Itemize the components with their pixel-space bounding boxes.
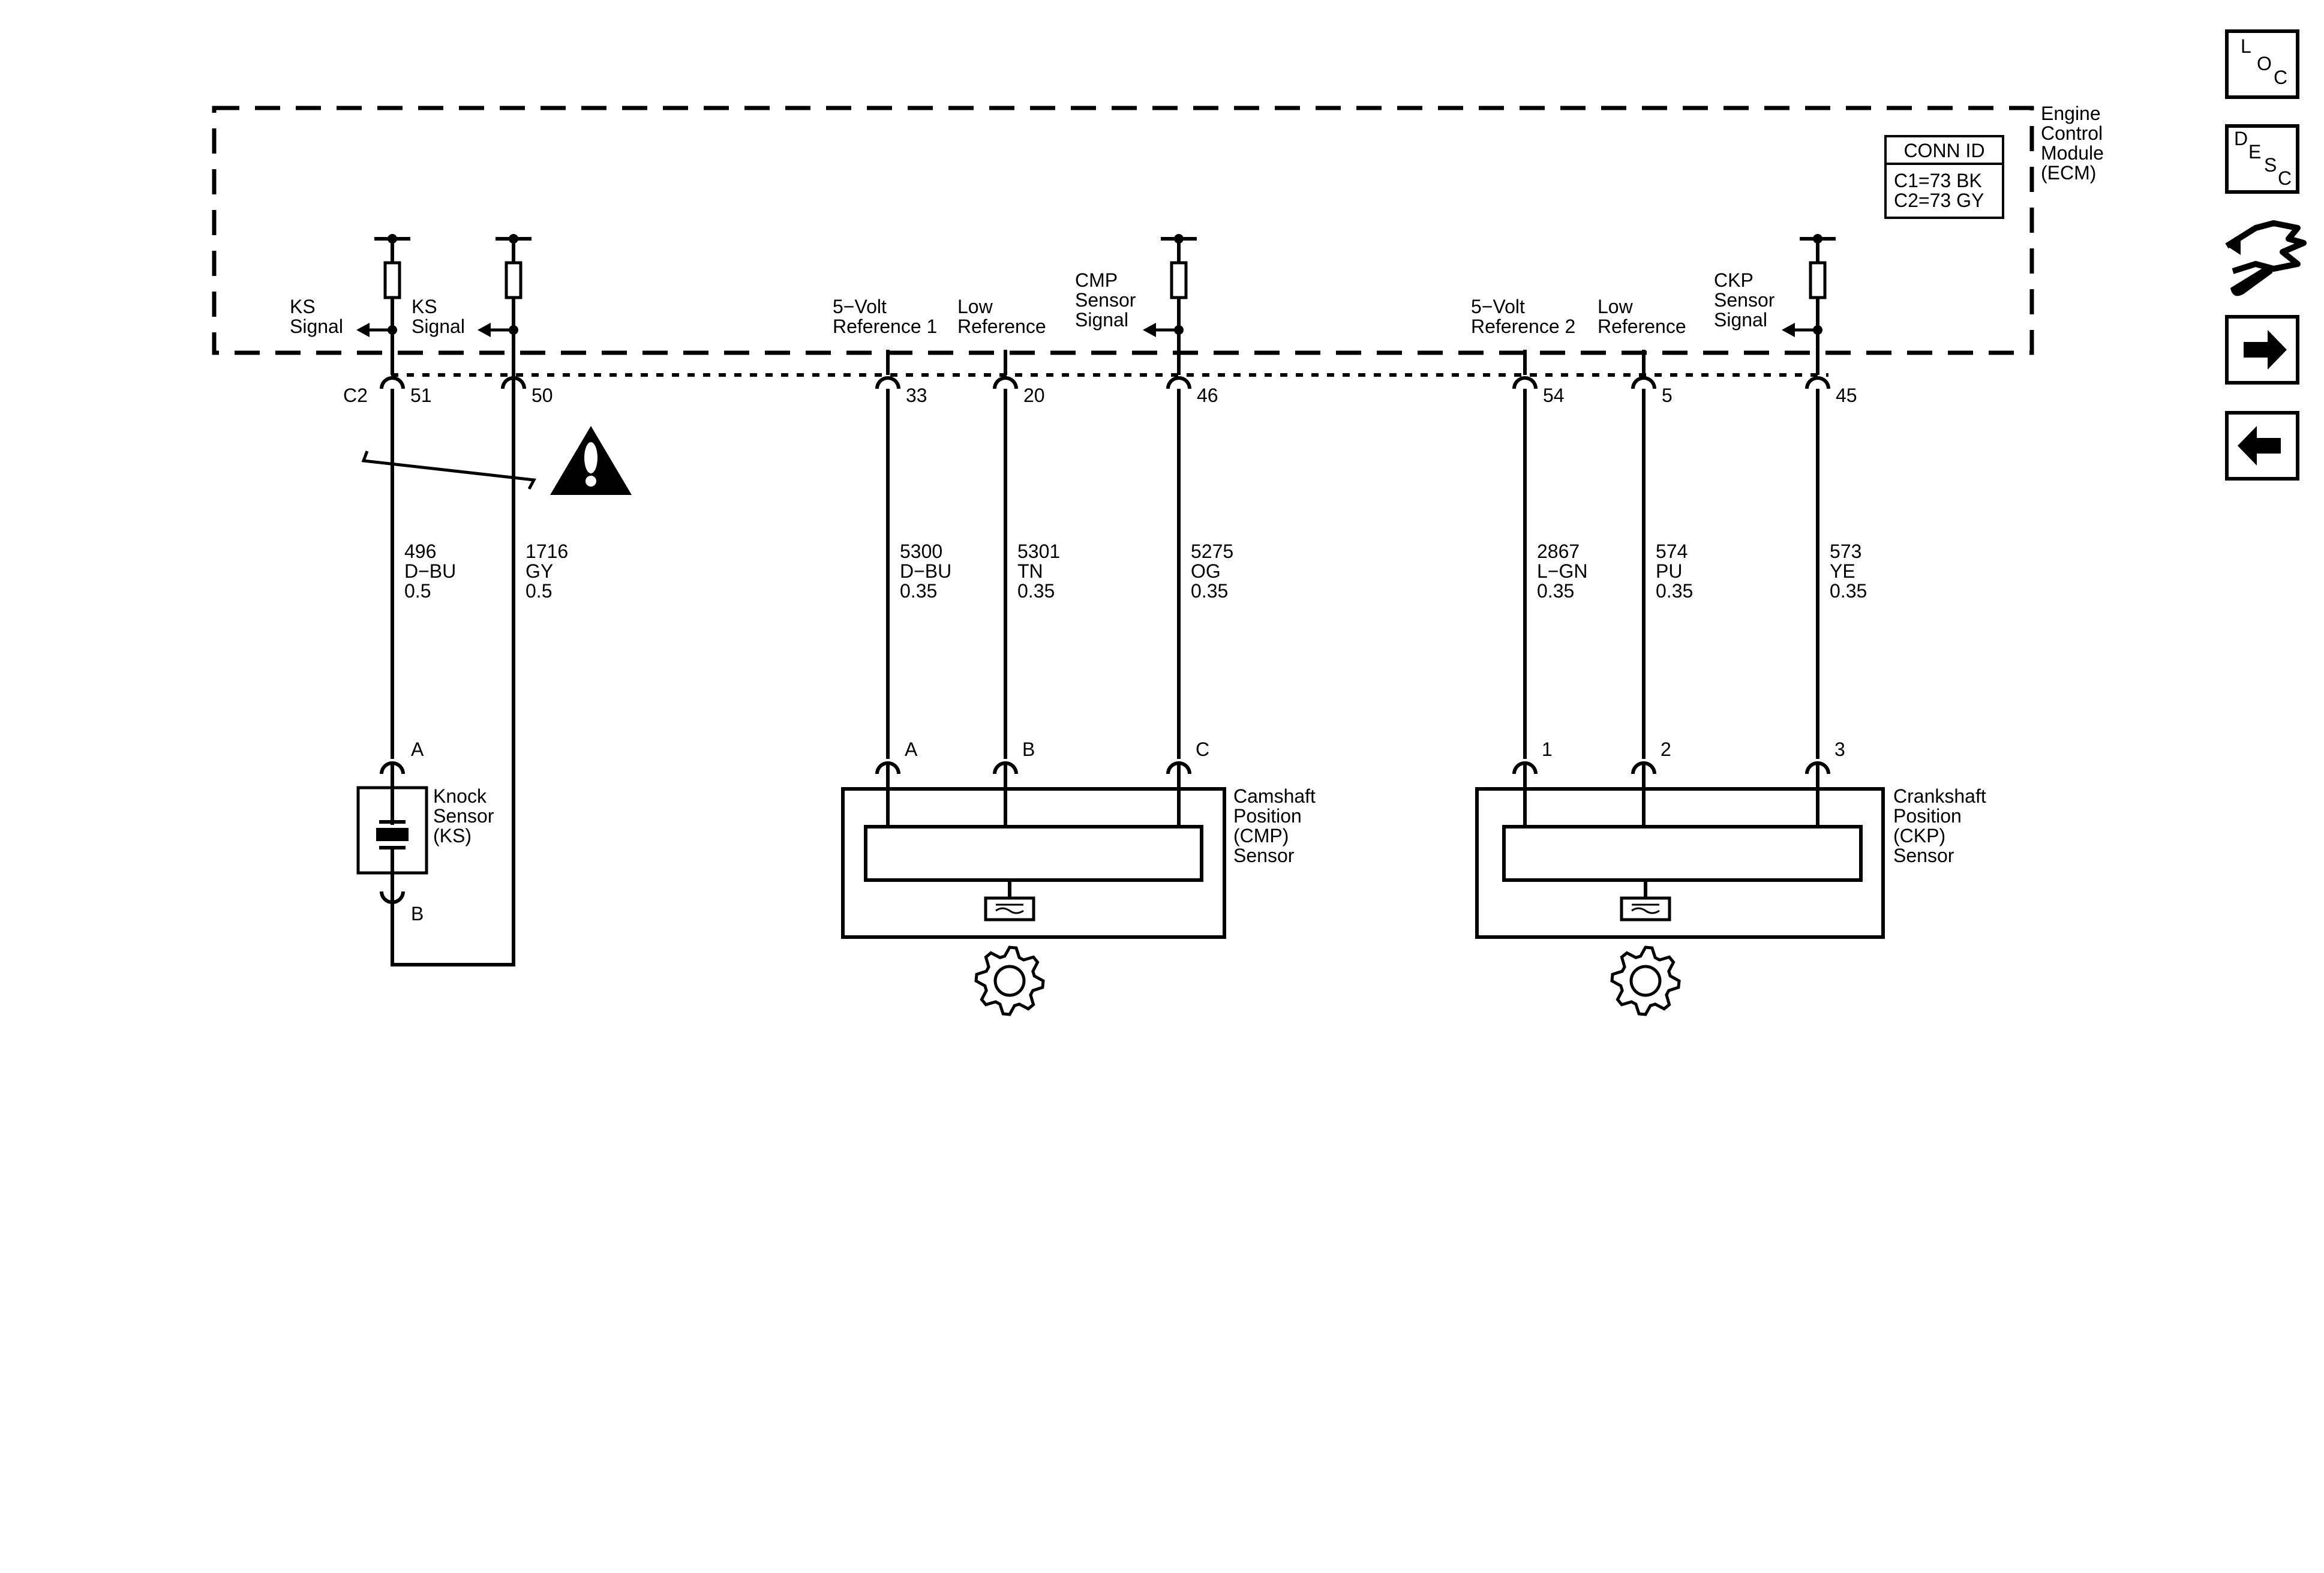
ckp-magnet-icon <box>1620 880 1671 921</box>
arrow-left-icon[interactable] <box>2225 411 2299 481</box>
cmp-sensor: Camshaft Position (CMP) Sensor <box>841 785 1321 939</box>
desc-button[interactable]: D E S C <box>2225 124 2299 194</box>
ecm-name: Engine Control Module (ECM) <box>2041 103 2109 184</box>
sensor-pin-label: B <box>1022 739 1035 760</box>
ks-pin-b: B <box>411 903 424 924</box>
svg-text:E: E <box>2248 141 2261 163</box>
ecm-pin-number: 54 <box>1543 385 1565 406</box>
shield-break-line <box>361 451 536 490</box>
conn-id-c1: C1=73 BK <box>1894 170 1982 191</box>
ks-pin-a: A <box>411 739 424 760</box>
signal-arrowhead <box>356 323 370 337</box>
connector-terminal <box>1805 376 1830 389</box>
ecm-pin-number: 33 <box>906 385 927 406</box>
cmp-magnet-icon <box>984 880 1035 921</box>
pullup-node <box>1813 234 1822 244</box>
conn-id-box: CONN ID C1=73 BK C2=73 GY <box>1884 135 2004 219</box>
sensor-pin-label: 1 <box>1542 739 1553 760</box>
svg-text:Crankshaft Position: Crankshaft Position (CKP) Sensor <box>1893 785 1992 866</box>
conn-id-c2: C2=73 GY <box>1894 190 1984 211</box>
resistor <box>1809 261 1827 299</box>
ecm-pin-number: 46 <box>1197 385 1218 406</box>
pullup-node <box>388 234 397 244</box>
connector-terminal <box>380 376 405 389</box>
svg-text:Knock Sensor (KS): Knock Sensor (KS) <box>433 785 499 846</box>
resistor <box>1170 261 1188 299</box>
wires <box>380 389 1830 904</box>
warning-triangle-icon[interactable] <box>550 426 632 495</box>
signal-arrowhead <box>478 323 491 337</box>
svg-text:Camshaft Position: Camshaft Position (CMP) Sensor <box>1233 785 1321 866</box>
connector-c2-label: C2 <box>343 385 368 406</box>
svg-text:C: C <box>2278 167 2292 189</box>
ecm-pin-number: 20 <box>1023 385 1045 406</box>
svg-text:O: O <box>2257 53 2272 74</box>
knock-sensor: Knock Sensor (KS) A B <box>356 739 499 924</box>
ks-return-wire <box>391 375 515 966</box>
sensor-pin-label: 2 <box>1661 739 1671 760</box>
sensor-pin-label: 3 <box>1834 739 1845 760</box>
resistor <box>505 261 523 299</box>
connector-harness-icon[interactable] <box>2225 220 2307 296</box>
svg-text:D: D <box>2234 128 2248 149</box>
sensor-pin-label: C <box>1196 739 1209 760</box>
loc-button[interactable]: L O C <box>2225 29 2299 99</box>
signal-arrowhead <box>1143 323 1156 337</box>
connector-terminal <box>1631 376 1656 389</box>
signal-arrowhead <box>1782 323 1795 337</box>
ecm-pin-number: 5 <box>1662 385 1673 406</box>
connector-terminal <box>993 376 1018 389</box>
resistor <box>383 261 401 299</box>
svg-text:S: S <box>2264 154 2277 176</box>
conn-id-title: CONN ID <box>1903 140 1984 161</box>
arrow-right-icon[interactable] <box>2225 315 2299 385</box>
sensor-pin-label: A <box>905 739 918 760</box>
ckp-sensor: Crankshaft Position (CKP) Sensor <box>1475 785 1992 939</box>
connector-terminal <box>875 376 900 389</box>
pullup-node <box>509 234 518 244</box>
svg-text:C: C <box>2274 67 2287 88</box>
ecm-pin-number: 45 <box>1836 385 1857 406</box>
ckp-gear-icon <box>1610 945 1681 1016</box>
ecm-pin-number: 50 <box>532 385 553 406</box>
ecm-pin-number: 51 <box>410 385 432 406</box>
pullup-node <box>1174 234 1184 244</box>
connector-terminal <box>1166 376 1191 389</box>
connector-terminal <box>1512 376 1538 389</box>
ecm-internals <box>356 234 1836 389</box>
svg-text:L: L <box>2241 35 2251 57</box>
ecm-module-outline <box>212 106 2034 355</box>
cmp-gear-icon <box>974 945 1045 1016</box>
